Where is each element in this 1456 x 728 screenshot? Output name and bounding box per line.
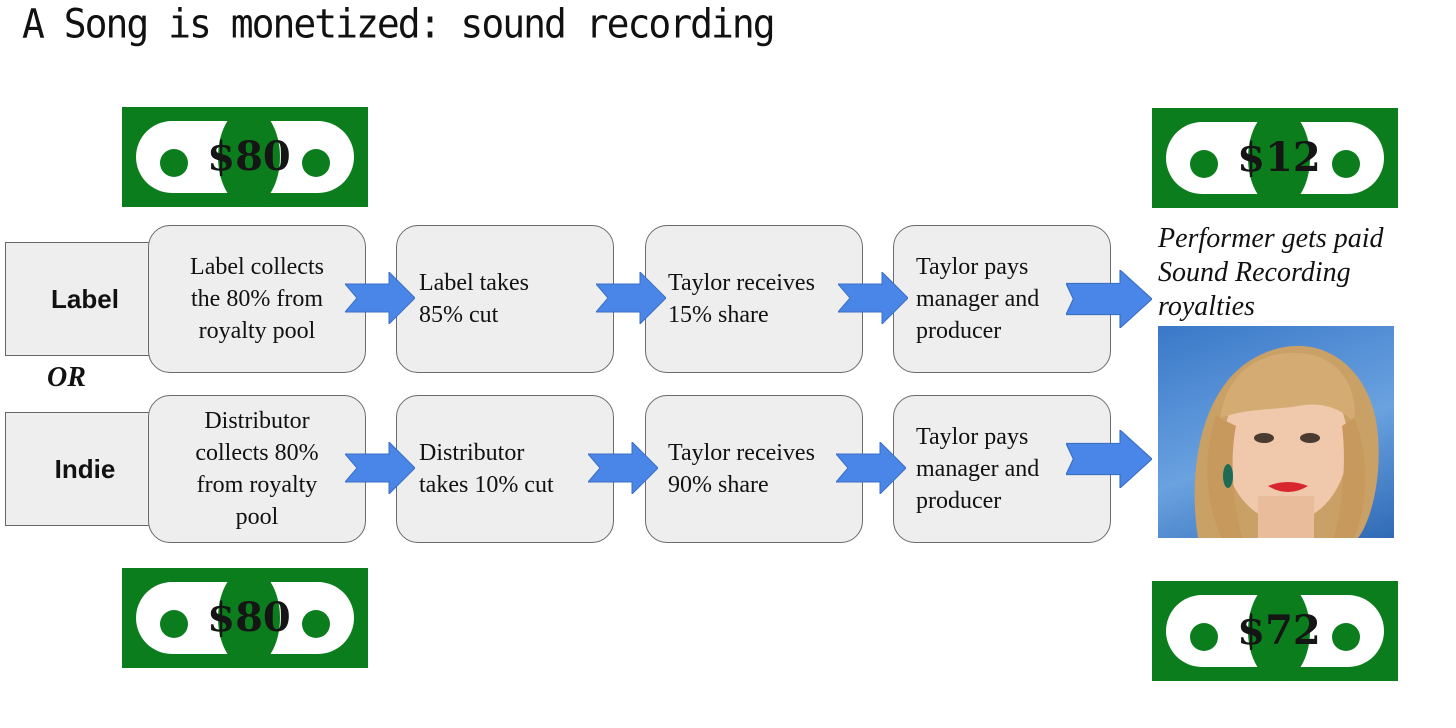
performer-portrait-icon (1194, 345, 1379, 538)
row-label-indie: Indie (5, 412, 165, 526)
arrow-right-icon (1066, 430, 1152, 488)
label-step-1: Label collects the 80% from royalty pool (148, 225, 366, 373)
arrow-right-icon (596, 272, 666, 324)
label-step-2: Label takes 85% cut (396, 225, 614, 373)
arrow-right-icon (345, 272, 415, 324)
bill-amount: $80 (207, 133, 291, 180)
arrow-right-icon (345, 442, 415, 494)
row-label-label: Label (5, 242, 165, 356)
bill-amount: $72 (1237, 607, 1321, 654)
bill-amount: $80 (207, 594, 291, 641)
page-title: A Song is monetized: sound recording (22, 0, 776, 48)
money-bill-top-right: $12 (1152, 108, 1398, 208)
money-bill-bottom-left: $80 (122, 568, 368, 668)
money-bill-top-left: $80 (122, 107, 368, 207)
or-text: OR (47, 362, 86, 393)
arrow-right-icon (1066, 270, 1152, 328)
performer-caption: Performer gets paid Sound Recording roya… (1158, 223, 1384, 322)
money-bill-bottom-right: $72 (1152, 581, 1398, 681)
indie-step-1: Distributor collects 80% from royalty po… (148, 395, 366, 543)
bill-amount: $12 (1237, 134, 1321, 181)
arrow-right-icon (838, 272, 908, 324)
arrow-right-icon (836, 442, 906, 494)
indie-step-2: Distributor takes 10% cut (396, 395, 614, 543)
indie-step-3: Taylor receives 90% share (645, 395, 863, 543)
performer-photo (1158, 326, 1394, 538)
label-step-3: Taylor receives 15% share (645, 225, 863, 373)
arrow-right-icon (588, 442, 658, 494)
